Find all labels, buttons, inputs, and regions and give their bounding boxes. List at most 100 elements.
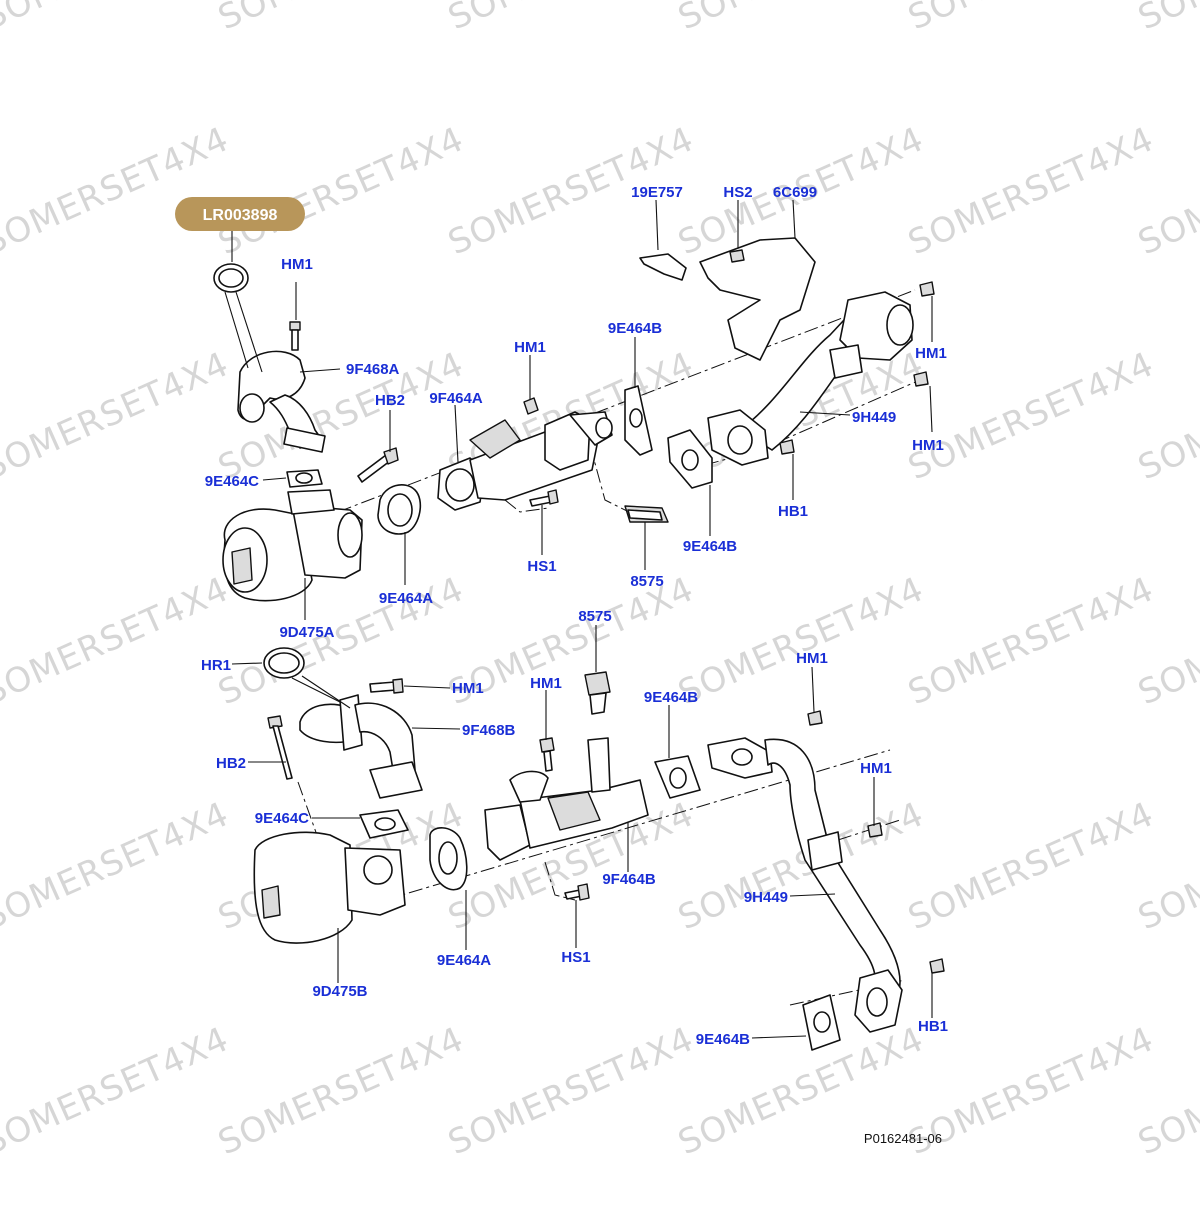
gasket-9e464a-b[interactable] — [429, 827, 468, 891]
egr-valve-9d475b[interactable] — [253, 831, 406, 944]
watermark-text: SOMERSET4X4 — [442, 0, 700, 38]
callout-label[interactable]: HM1 — [915, 345, 947, 362]
egr-valve-9d475a[interactable] — [222, 489, 363, 602]
egr-cooler-9f464a[interactable] — [437, 411, 613, 511]
watermark-text: SOMERSET4X4 — [902, 569, 1160, 713]
callout-label[interactable]: HM1 — [514, 339, 546, 356]
callout-label[interactable]: 8575 — [630, 573, 663, 590]
callout-label[interactable]: 19E757 — [631, 184, 683, 201]
gasket-9e464a[interactable] — [377, 484, 422, 535]
watermark-text: SOMERSET4X4 — [442, 1019, 700, 1163]
callout-label[interactable]: HM1 — [281, 256, 313, 273]
watermark-text: SOMERSET4X4 — [0, 1019, 235, 1163]
gasket-9e464c-b[interactable] — [359, 809, 409, 839]
callout-label[interactable]: 9F468B — [462, 722, 516, 739]
watermark-text: SOMERSET4X4 — [902, 344, 1160, 488]
callout-label[interactable]: 9F468A — [346, 361, 400, 378]
bolt-hm1-a[interactable] — [289, 321, 301, 351]
watermark-text: SOMERSET4X4 — [672, 569, 930, 713]
gasket-9e464b-c[interactable] — [654, 755, 701, 799]
callout-label[interactable]: HM1 — [452, 680, 484, 697]
upper-axis-branch — [504, 499, 549, 513]
callout-label[interactable]: HB2 — [375, 392, 405, 409]
gasket-9e464b-b[interactable] — [667, 429, 713, 489]
lower-assembly — [231, 625, 945, 1051]
callout-label[interactable]: HS2 — [723, 184, 752, 201]
callout-label[interactable]: 8575 — [578, 608, 611, 625]
egr-cooler-9f464b[interactable] — [484, 737, 649, 861]
callout-label[interactable]: HM1 — [796, 650, 828, 667]
bolt-hb1-a[interactable] — [779, 439, 795, 455]
gasket-9e464b-d[interactable] — [802, 994, 841, 1051]
callout-label[interactable]: 9H449 — [744, 889, 788, 906]
bolt-hb2-a[interactable] — [357, 447, 399, 483]
bolt-hm1-h[interactable] — [867, 822, 883, 838]
lower-axis-line — [384, 749, 891, 901]
bolt-hm1-g[interactable] — [807, 710, 823, 726]
lower-axis-branch-2 — [297, 781, 319, 839]
callout-label[interactable]: 9F464A — [429, 390, 483, 407]
callout-label[interactable]: HS1 — [561, 949, 590, 966]
callout-label[interactable]: 9E464C — [205, 473, 259, 490]
callout-label[interactable]: HM1 — [530, 675, 562, 692]
callout-label[interactable]: HB1 — [918, 1018, 948, 1035]
bolt-hs1-b[interactable] — [564, 883, 590, 901]
callout-label[interactable]: HM1 — [912, 437, 944, 454]
callout-label[interactable]: HS1 — [527, 558, 556, 575]
upper-leader-lines — [224, 199, 933, 620]
exhaust-pipe-9h449-b[interactable] — [707, 737, 903, 1033]
bracket-19e757[interactable] — [639, 253, 687, 281]
lower-leader-lines — [231, 625, 933, 1039]
lower-axis-branch — [544, 861, 576, 901]
callout-label[interactable]: 6C699 — [773, 184, 817, 201]
bolt-hb1-b[interactable] — [929, 958, 945, 974]
bolt-hm1-f[interactable] — [539, 737, 555, 772]
callout-label[interactable]: 9E464B — [644, 689, 698, 706]
bolt-hm1-b[interactable] — [523, 397, 539, 415]
callout-label[interactable]: 9E464A — [379, 590, 433, 607]
gasket-9e464b-a[interactable] — [624, 385, 653, 456]
watermark-text: SOMERSET4X4 — [672, 0, 930, 38]
bolt-hm1-c[interactable] — [919, 281, 935, 297]
watermark-text: SOMERSET4X4 — [0, 119, 235, 263]
highlight-part-number: LR003898 — [203, 207, 278, 224]
heat-shield-6c699[interactable] — [699, 237, 816, 361]
elbow-pipe-9f468b[interactable] — [299, 694, 423, 799]
callout-label[interactable]: 9E464B — [696, 1031, 750, 1048]
callout-label[interactable]: 9D475A — [279, 624, 334, 641]
bolt-hm1-d[interactable] — [913, 371, 929, 387]
watermark-text: SOMERSET4X4 — [212, 0, 470, 38]
callout-label[interactable]: 9E464C — [255, 810, 309, 827]
upper-axis-branch-2 — [589, 444, 636, 516]
exhaust-pipe-9h449-a[interactable] — [707, 291, 914, 466]
gasket-9e464c[interactable] — [286, 469, 323, 488]
callout-label[interactable]: HM1 — [860, 760, 892, 777]
watermark-text: SOMERSET4X4 — [902, 119, 1160, 263]
watermark-text: SOMERSET4X4 — [212, 119, 470, 263]
callout-label[interactable]: HB1 — [778, 503, 808, 520]
elbow-pipe-9f468a[interactable] — [237, 350, 326, 453]
bolt-hm1-e[interactable] — [369, 678, 404, 694]
bolt-hb2-b[interactable] — [267, 715, 293, 780]
upper-part-labels: HM1 9F468A HB2 9F464A HM1 9E464B 19E757 … — [205, 184, 947, 641]
callout-label[interactable]: 9E464A — [437, 952, 491, 969]
lower-part-labels: HR1 HM1 9F468B HB2 9E464C HM1 8575 9E464… — [201, 608, 948, 1048]
callout-label[interactable]: HB2 — [216, 755, 246, 772]
callout-label[interactable]: 9E464B — [683, 538, 737, 555]
watermark-text: SOMERSET4X4 — [1132, 0, 1200, 38]
callout-label[interactable]: 9H449 — [852, 409, 896, 426]
callout-label[interactable]: HR1 — [201, 657, 231, 674]
callout-label[interactable]: 9D475B — [312, 983, 367, 1000]
o-ring-hr1-inner — [268, 652, 300, 674]
temperature-sensor-8575-b[interactable] — [584, 671, 611, 715]
callout-label[interactable]: 9E464B — [608, 320, 662, 337]
temperature-sensor-8575-a[interactable] — [624, 505, 669, 523]
bolt-hs1-a[interactable] — [529, 489, 559, 507]
upper-assembly — [213, 199, 935, 620]
watermark-text: SOMERSET4X4 — [902, 0, 1160, 38]
highlight-badge[interactable]: LR003898 — [175, 197, 305, 231]
callout-label[interactable]: 9F464B — [602, 871, 656, 888]
bolt-hs2[interactable] — [729, 249, 745, 263]
